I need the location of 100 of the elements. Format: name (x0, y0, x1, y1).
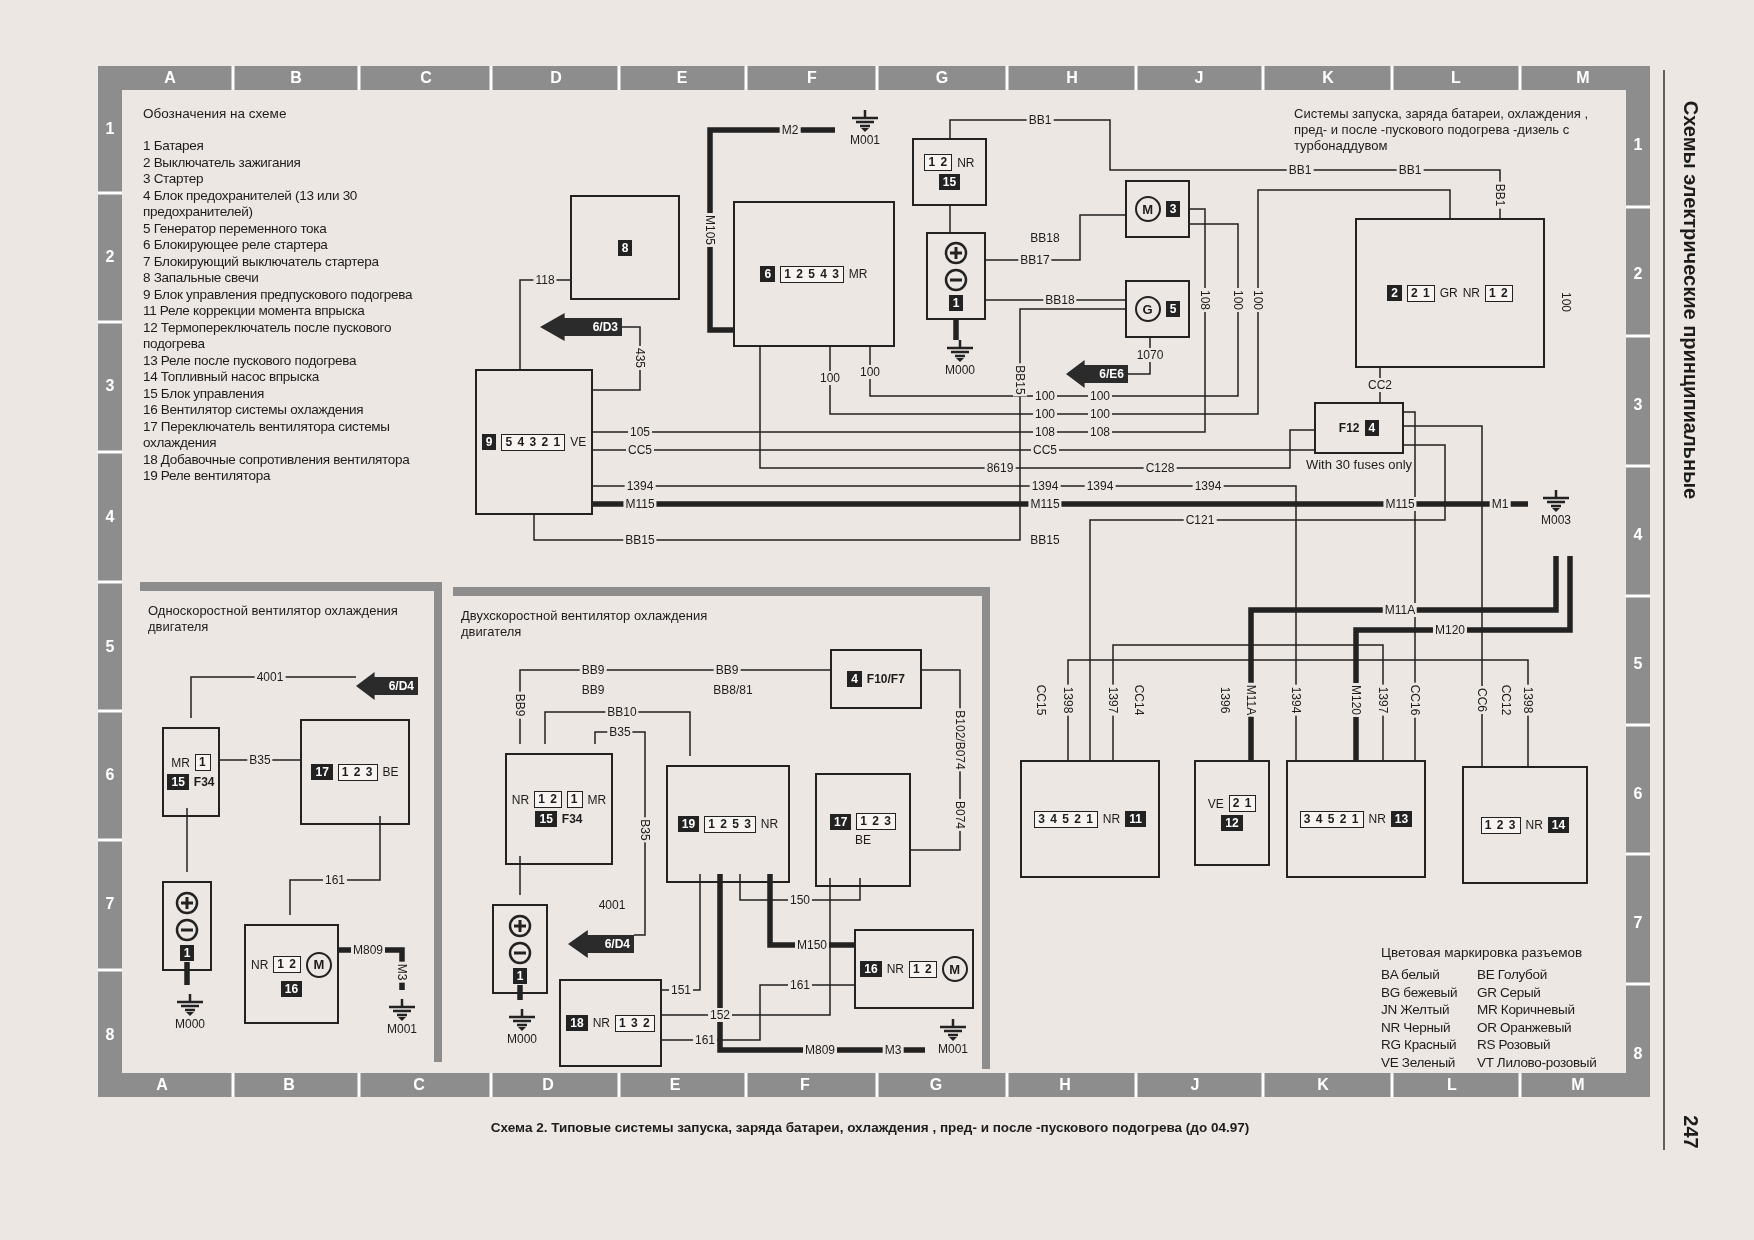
component-number: 16 (860, 961, 882, 977)
pin-numbers: 1 2 (534, 791, 562, 808)
grid-reference: A (156, 1076, 168, 1094)
grid-reference: 1 (1633, 136, 1643, 154)
wire-code: BB18 (1028, 231, 1062, 245)
pin-numbers: 1 2 3 (337, 763, 378, 781)
component-box (1462, 766, 1588, 884)
machine-symbol: M (1134, 196, 1161, 222)
component-note: With 30 fuses only (1304, 457, 1414, 472)
legend-item: 3 Стартер (143, 171, 205, 188)
legend-item: 17 Переключатель вентилятора системы охлаждения (143, 418, 391, 452)
wire-code: 105 (628, 425, 652, 439)
wire-code: BB15 (1028, 533, 1062, 547)
grid-reference: 6 (105, 766, 115, 784)
grid-reference: E (669, 1076, 681, 1094)
component-number: 3 (1165, 201, 1181, 217)
wire-code: 108 (1033, 425, 1057, 439)
pin-numbers: 3 4 5 2 1 (1299, 810, 1364, 828)
pin-numbers: 1 2 (924, 154, 953, 171)
wire (759, 346, 1315, 469)
wire-code: BB9 (713, 663, 741, 677)
wire-code: 100 (1251, 288, 1265, 312)
page-number: 247 (1678, 1115, 1702, 1149)
wire (1379, 367, 1381, 403)
component-label: F12 (1338, 421, 1360, 435)
component-number: 16 (280, 980, 303, 997)
panel-title: Односкоростной вентилятор охлаждения двигателя (148, 603, 399, 635)
component-number: 11 (1125, 811, 1146, 827)
color-code-entry: GR Серый (1477, 983, 1542, 1001)
ground-label: M001 (387, 1022, 417, 1036)
legend-item: 14 Топливный насос впрыска (143, 369, 321, 386)
wire-code: BB15 (1013, 363, 1027, 397)
wire-code: M115 (1383, 497, 1417, 511)
component-box (300, 719, 410, 825)
wire-code: BB1 (1026, 113, 1054, 127)
grid-reference: 4 (1633, 526, 1643, 544)
ground-label: M001 (850, 133, 880, 147)
machine-symbol: G (1134, 296, 1161, 322)
component-number: 15 (535, 811, 557, 827)
grid-reference: 6 (1633, 785, 1643, 803)
color-code-entry: RG Красный (1381, 1036, 1458, 1054)
connector-code: NR (511, 792, 530, 807)
grid-reference: G (935, 69, 949, 87)
legend-item: 9 Блок управления предпускового подогрева (143, 286, 414, 303)
wire (1403, 411, 1416, 761)
section-heading: Схемы электрические принципиальные (1678, 100, 1702, 500)
grid-reference: 5 (105, 638, 115, 656)
wire (219, 759, 301, 761)
wire-code: M809 (351, 943, 385, 957)
wire (707, 127, 835, 333)
connector-code: MR (848, 267, 868, 281)
wire (1127, 337, 1151, 375)
wire-code: BB1 (1286, 163, 1314, 177)
wire (184, 962, 190, 985)
pin-numbers: 1 2 (1485, 284, 1513, 302)
connector-code: NR (957, 155, 975, 170)
grid-reference: E (676, 69, 688, 87)
wire-code: M115 (1028, 497, 1062, 511)
wire-code: 1398 (1061, 684, 1075, 716)
wire-code: 1396 (1218, 684, 1232, 716)
wire-code: 1397 (1376, 684, 1390, 716)
grid-reference: B (290, 69, 302, 87)
wire-code: 1398 (1521, 684, 1535, 716)
wire-code: CC5 (1031, 443, 1059, 457)
component-box (475, 369, 593, 515)
wire (519, 279, 571, 370)
wire-code: 100 (818, 371, 842, 385)
wire-code: 435 (633, 346, 647, 370)
wire-code: CC6 (1475, 686, 1489, 714)
reference-label: 6/E6 (1099, 367, 1124, 381)
connector-code: NR (1462, 286, 1480, 300)
component-number: 1 (179, 945, 195, 961)
grid-reference: K (1322, 69, 1334, 87)
component-number: 9 (481, 434, 497, 450)
ground-label: M001 (938, 1042, 968, 1056)
pin-numbers: 5 4 3 2 1 (501, 433, 566, 451)
wire (593, 501, 1528, 507)
connector-code: VE (1207, 796, 1224, 811)
legend-item: 6 Блокирующее реле стартера (143, 237, 329, 254)
component-box (505, 753, 613, 865)
component-box (733, 201, 895, 347)
connector-code: NR (1525, 818, 1543, 832)
legend-heading: Обозначения на схеме (143, 106, 287, 121)
wire-code: BB9 (579, 683, 607, 697)
wire-code: CC12 (1499, 682, 1513, 718)
grid-reference: 3 (105, 377, 115, 395)
color-code-entry: VE Зеленый (1381, 1053, 1457, 1071)
pin-numbers: 2 1 (1228, 795, 1257, 812)
wire-code: 100 (1033, 389, 1057, 403)
wire-code: CC15 (1034, 682, 1048, 718)
reference-label: 6/D3 (592, 320, 618, 334)
component-number: 12 (1221, 815, 1243, 831)
grid-reference: J (1190, 1076, 1200, 1094)
wire-code: BB9 (513, 691, 527, 719)
wire-code: 108 (1088, 425, 1112, 439)
battery-box (162, 881, 212, 971)
wire-code: CC5 (626, 443, 654, 457)
color-code-entry: MR Коричневый (1477, 1001, 1576, 1019)
machine-symbol: M (941, 956, 968, 982)
wire-code: BB8/81 (711, 683, 755, 697)
